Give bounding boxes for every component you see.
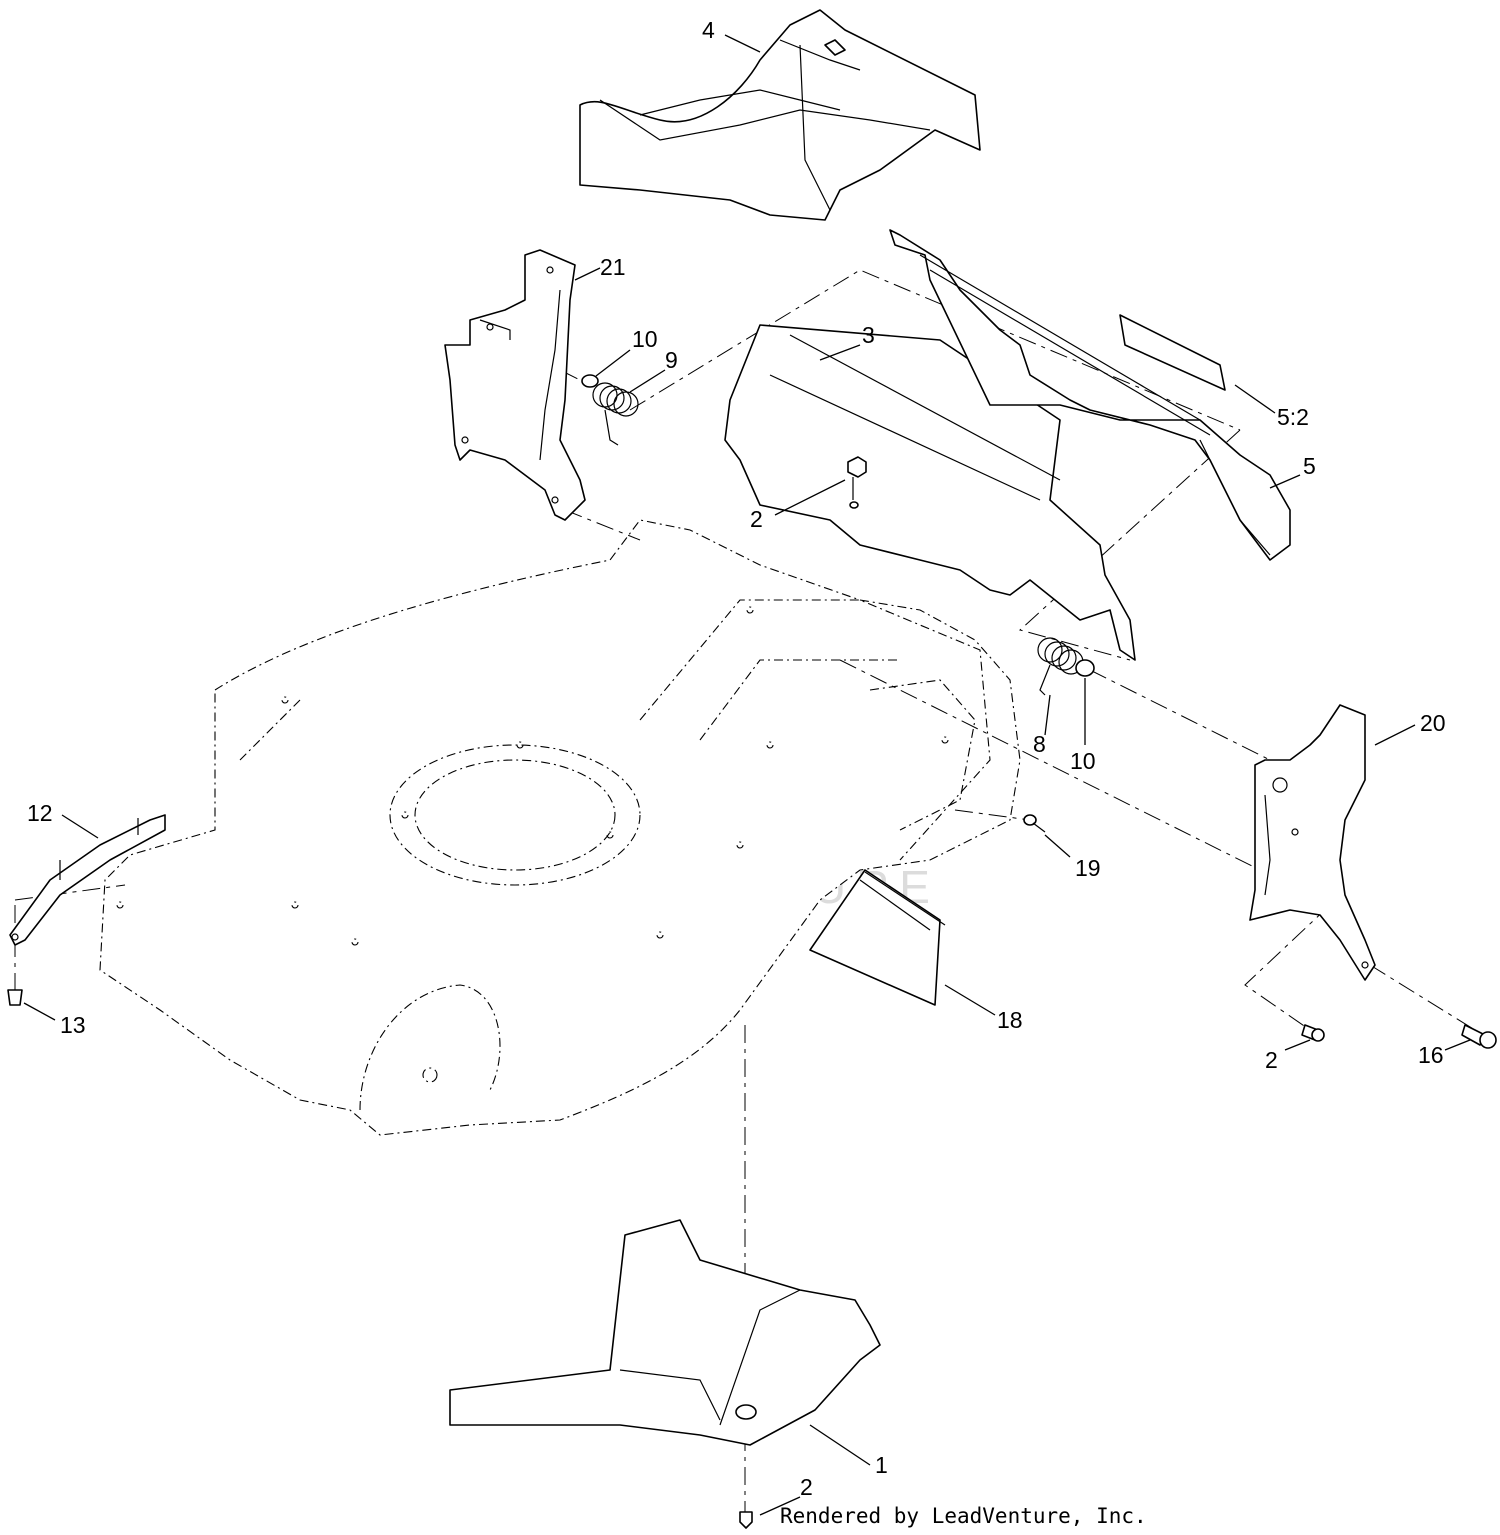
part-10-washer-left bbox=[581, 374, 599, 388]
rendered-by-credit: Rendered by LeadVenture, Inc. bbox=[780, 1504, 1147, 1528]
callout-4: 4 bbox=[702, 17, 715, 43]
callout-1: 1 bbox=[875, 1452, 888, 1478]
callout-21: 21 bbox=[600, 254, 626, 280]
part-10-washer-right bbox=[1075, 659, 1095, 677]
part-18-flap bbox=[809, 869, 946, 1006]
part-21-left-bracket bbox=[444, 249, 586, 521]
part-2-bolt-upper bbox=[847, 456, 867, 509]
mower-deck-ghost bbox=[99, 519, 1021, 1136]
part-2-bolt-right bbox=[1301, 1024, 1325, 1042]
part-19-screw bbox=[1023, 814, 1046, 833]
part-1-deflector bbox=[449, 1219, 881, 1446]
callout-5-2: 5:2 bbox=[1277, 404, 1309, 430]
callout-3: 3 bbox=[862, 322, 875, 348]
callout-2-right: 2 bbox=[1265, 1047, 1278, 1073]
callout-18: 18 bbox=[997, 1007, 1023, 1033]
callout-16: 16 bbox=[1418, 1042, 1444, 1068]
callout-12: 12 bbox=[27, 800, 53, 826]
part-13-plug bbox=[7, 989, 23, 1006]
callout-20: 20 bbox=[1420, 710, 1446, 736]
callout-5: 5 bbox=[1303, 453, 1316, 479]
callout-19: 19 bbox=[1075, 855, 1101, 881]
callout-10-right: 10 bbox=[1070, 748, 1096, 774]
part-9-spring-left bbox=[592, 382, 639, 446]
callout-10-left: 10 bbox=[632, 326, 658, 352]
callout-2-upper: 2 bbox=[750, 506, 763, 532]
part-20-right-bracket bbox=[1249, 704, 1376, 981]
part-2-bolt-bottom bbox=[739, 1511, 753, 1529]
callout-13: 13 bbox=[60, 1012, 86, 1038]
part-3-rear-door bbox=[724, 324, 1136, 661]
part-16-bolt bbox=[1461, 1024, 1497, 1049]
callout-labels: 4 21 10 9 3 5:2 5 2 20 8 10 12 19 13 18 … bbox=[27, 17, 1446, 1500]
callout-8: 8 bbox=[1033, 731, 1046, 757]
leader-lines bbox=[23, 34, 1471, 1516]
callout-2-bottom: 2 bbox=[800, 1474, 813, 1500]
part-5-hinge-flap bbox=[889, 229, 1291, 561]
part-12-left-rod bbox=[9, 814, 166, 946]
part-4-mulch-cover bbox=[579, 9, 981, 221]
callout-9: 9 bbox=[665, 347, 678, 373]
